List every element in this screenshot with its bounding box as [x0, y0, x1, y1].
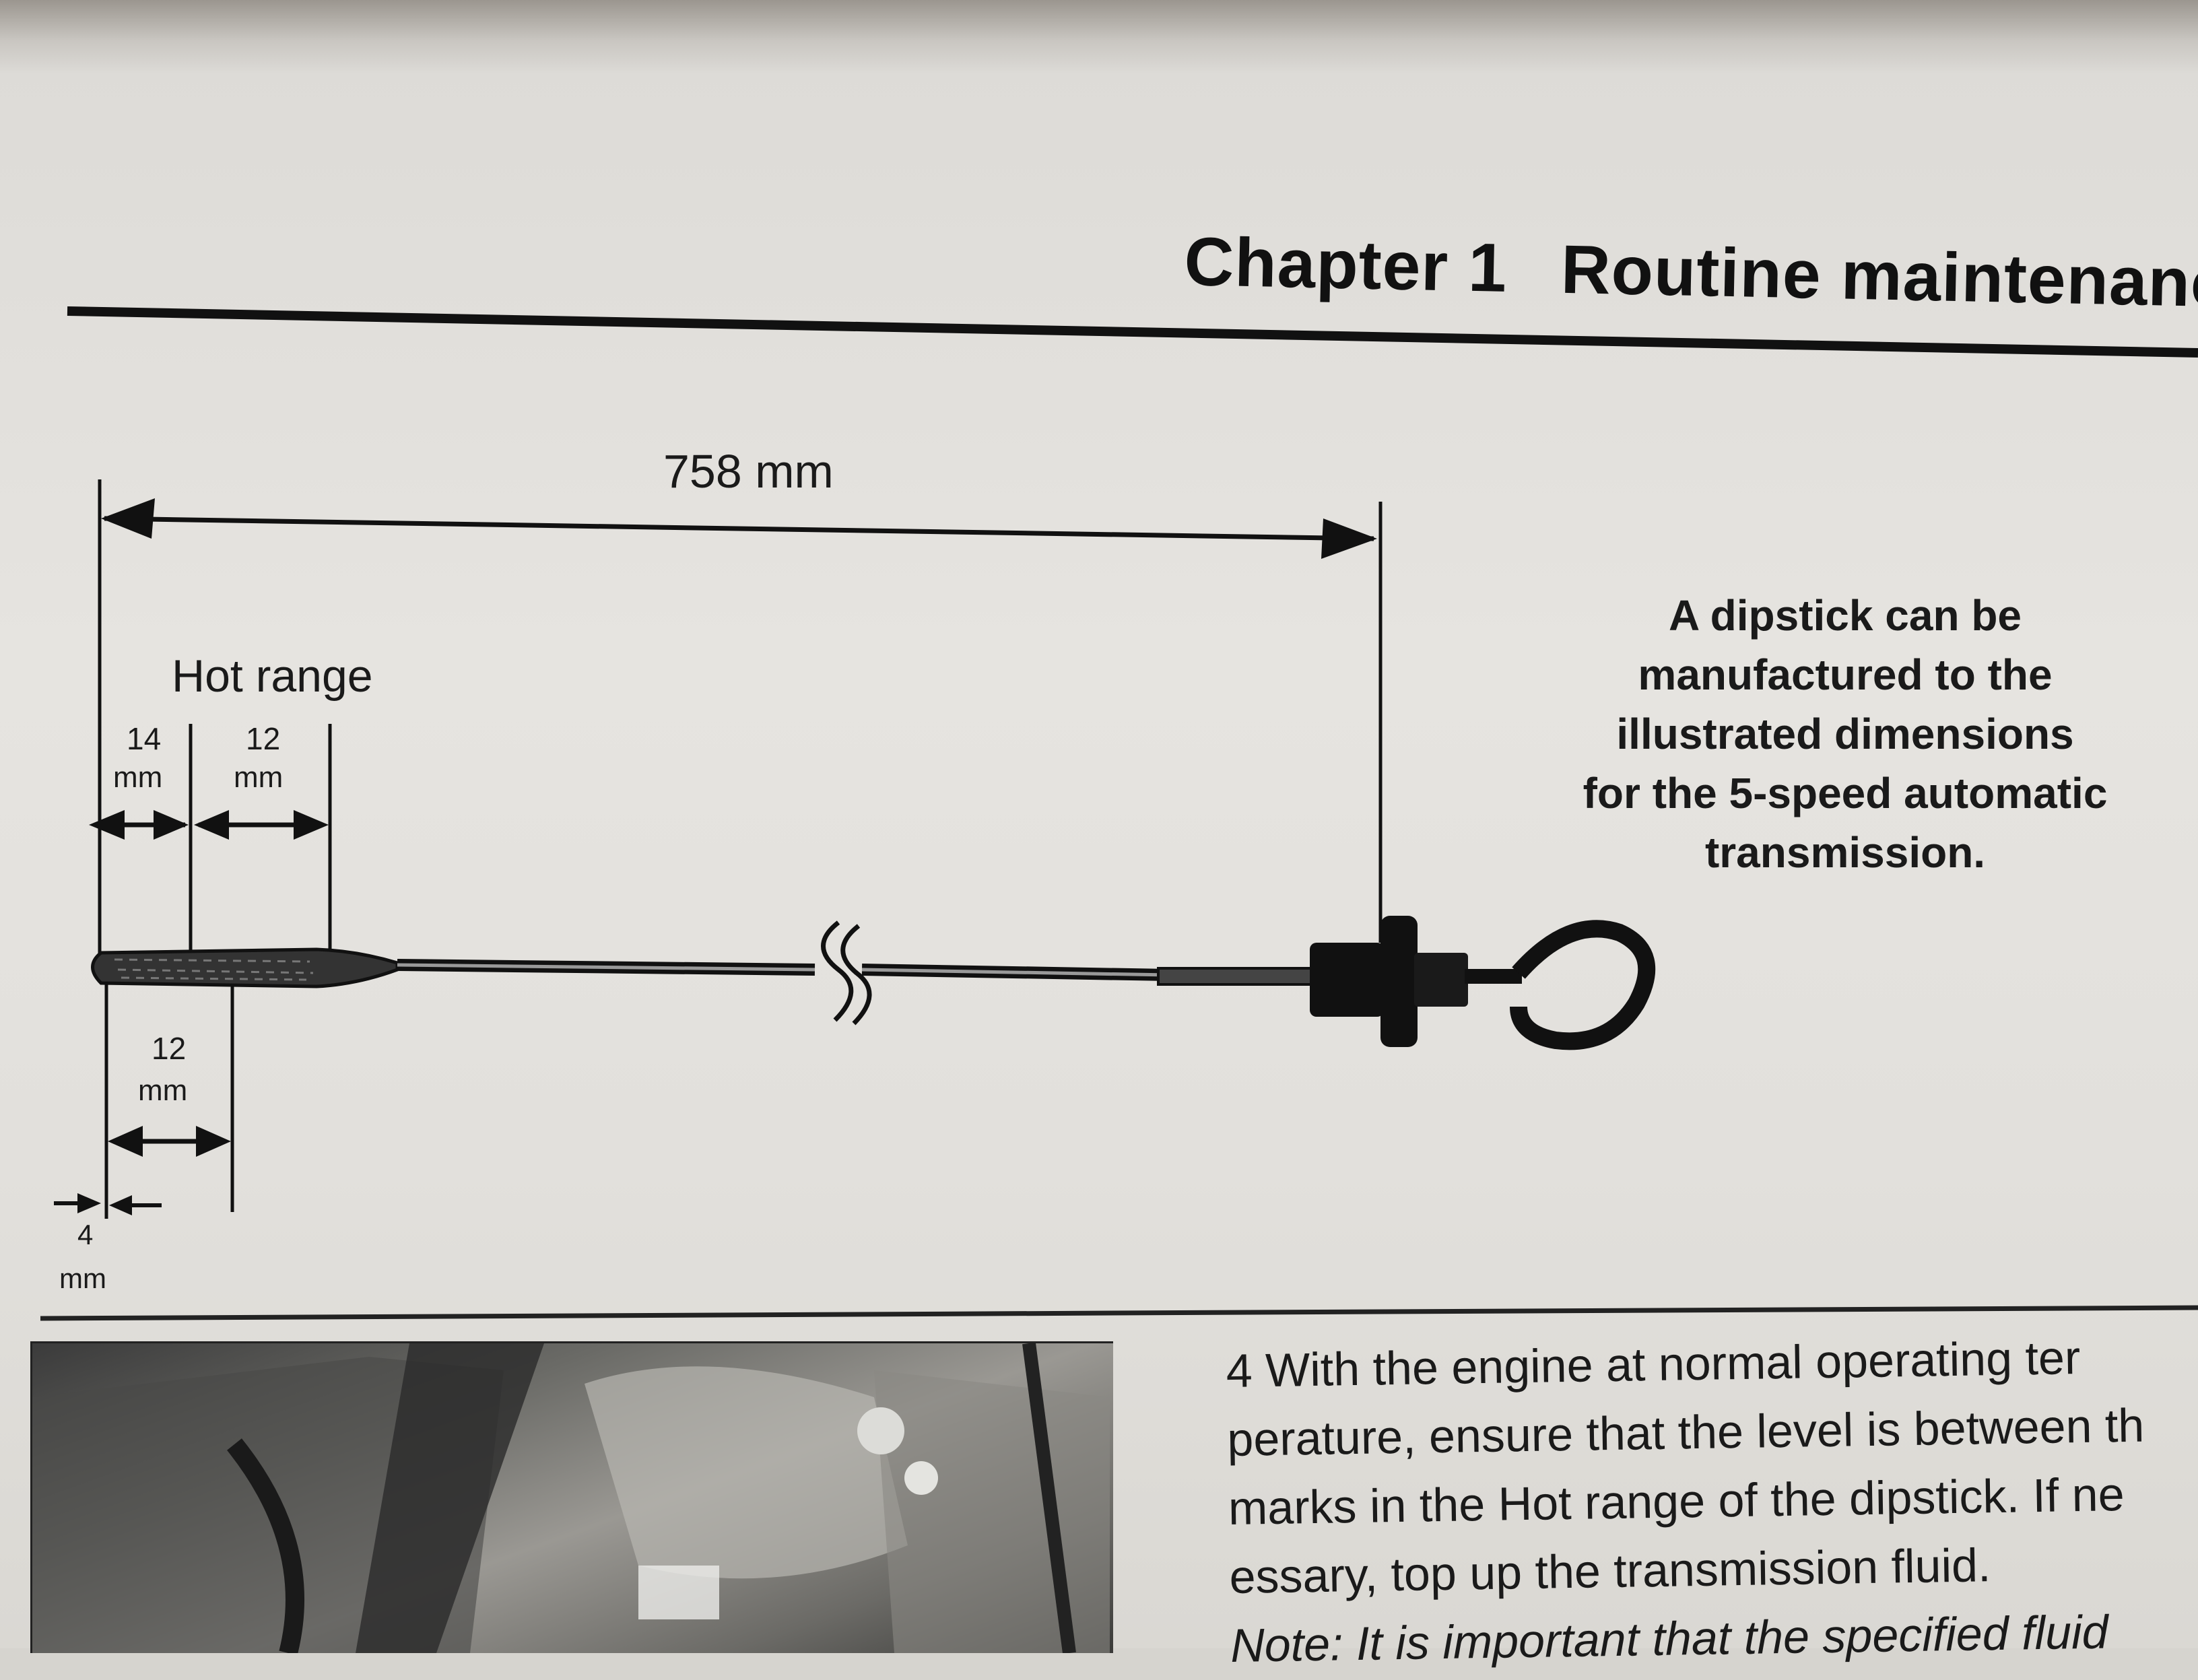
dim-4-value: 4	[77, 1219, 94, 1250]
page-edge-shadow	[0, 0, 2198, 74]
caption-line: transmission.	[1704, 828, 1986, 877]
dipstick-drawing	[91, 916, 1656, 1050]
caption-line: illustrated dimensions	[1616, 710, 2074, 758]
hot-range-label: Hot range	[172, 650, 373, 702]
engine-bay-photo	[30, 1341, 1113, 1653]
dim-12-upper-value: 12	[246, 721, 281, 756]
figure-caption: A dipstick can be manufactured to the il…	[1522, 586, 2168, 882]
dim-12-lower-unit: mm	[138, 1074, 188, 1107]
instruction-text: 4 With the engine at normal operating te…	[1226, 1321, 2198, 1680]
break-symbol	[821, 920, 854, 1022]
caption-line: for the 5-speed automatic	[1583, 769, 2108, 817]
caption-line: A dipstick can be	[1669, 591, 2022, 640]
dim-14-unit: mm	[113, 761, 163, 794]
total-length-arrow	[104, 516, 1374, 541]
dim-12-lower-value: 12	[152, 1031, 187, 1066]
caption-line: manufactured to the	[1638, 650, 2053, 699]
total-length-label: 758 mm	[663, 445, 834, 498]
dim-14-value: 14	[127, 721, 162, 756]
note-line: Note: It is important that the specified…	[1230, 1605, 2109, 1672]
section-divider	[40, 1305, 2198, 1321]
dim-4-unit: mm	[59, 1263, 106, 1294]
photo-detail	[32, 1343, 1110, 1653]
dim-12-upper-unit: mm	[234, 761, 284, 794]
header-rule	[67, 306, 2198, 358]
